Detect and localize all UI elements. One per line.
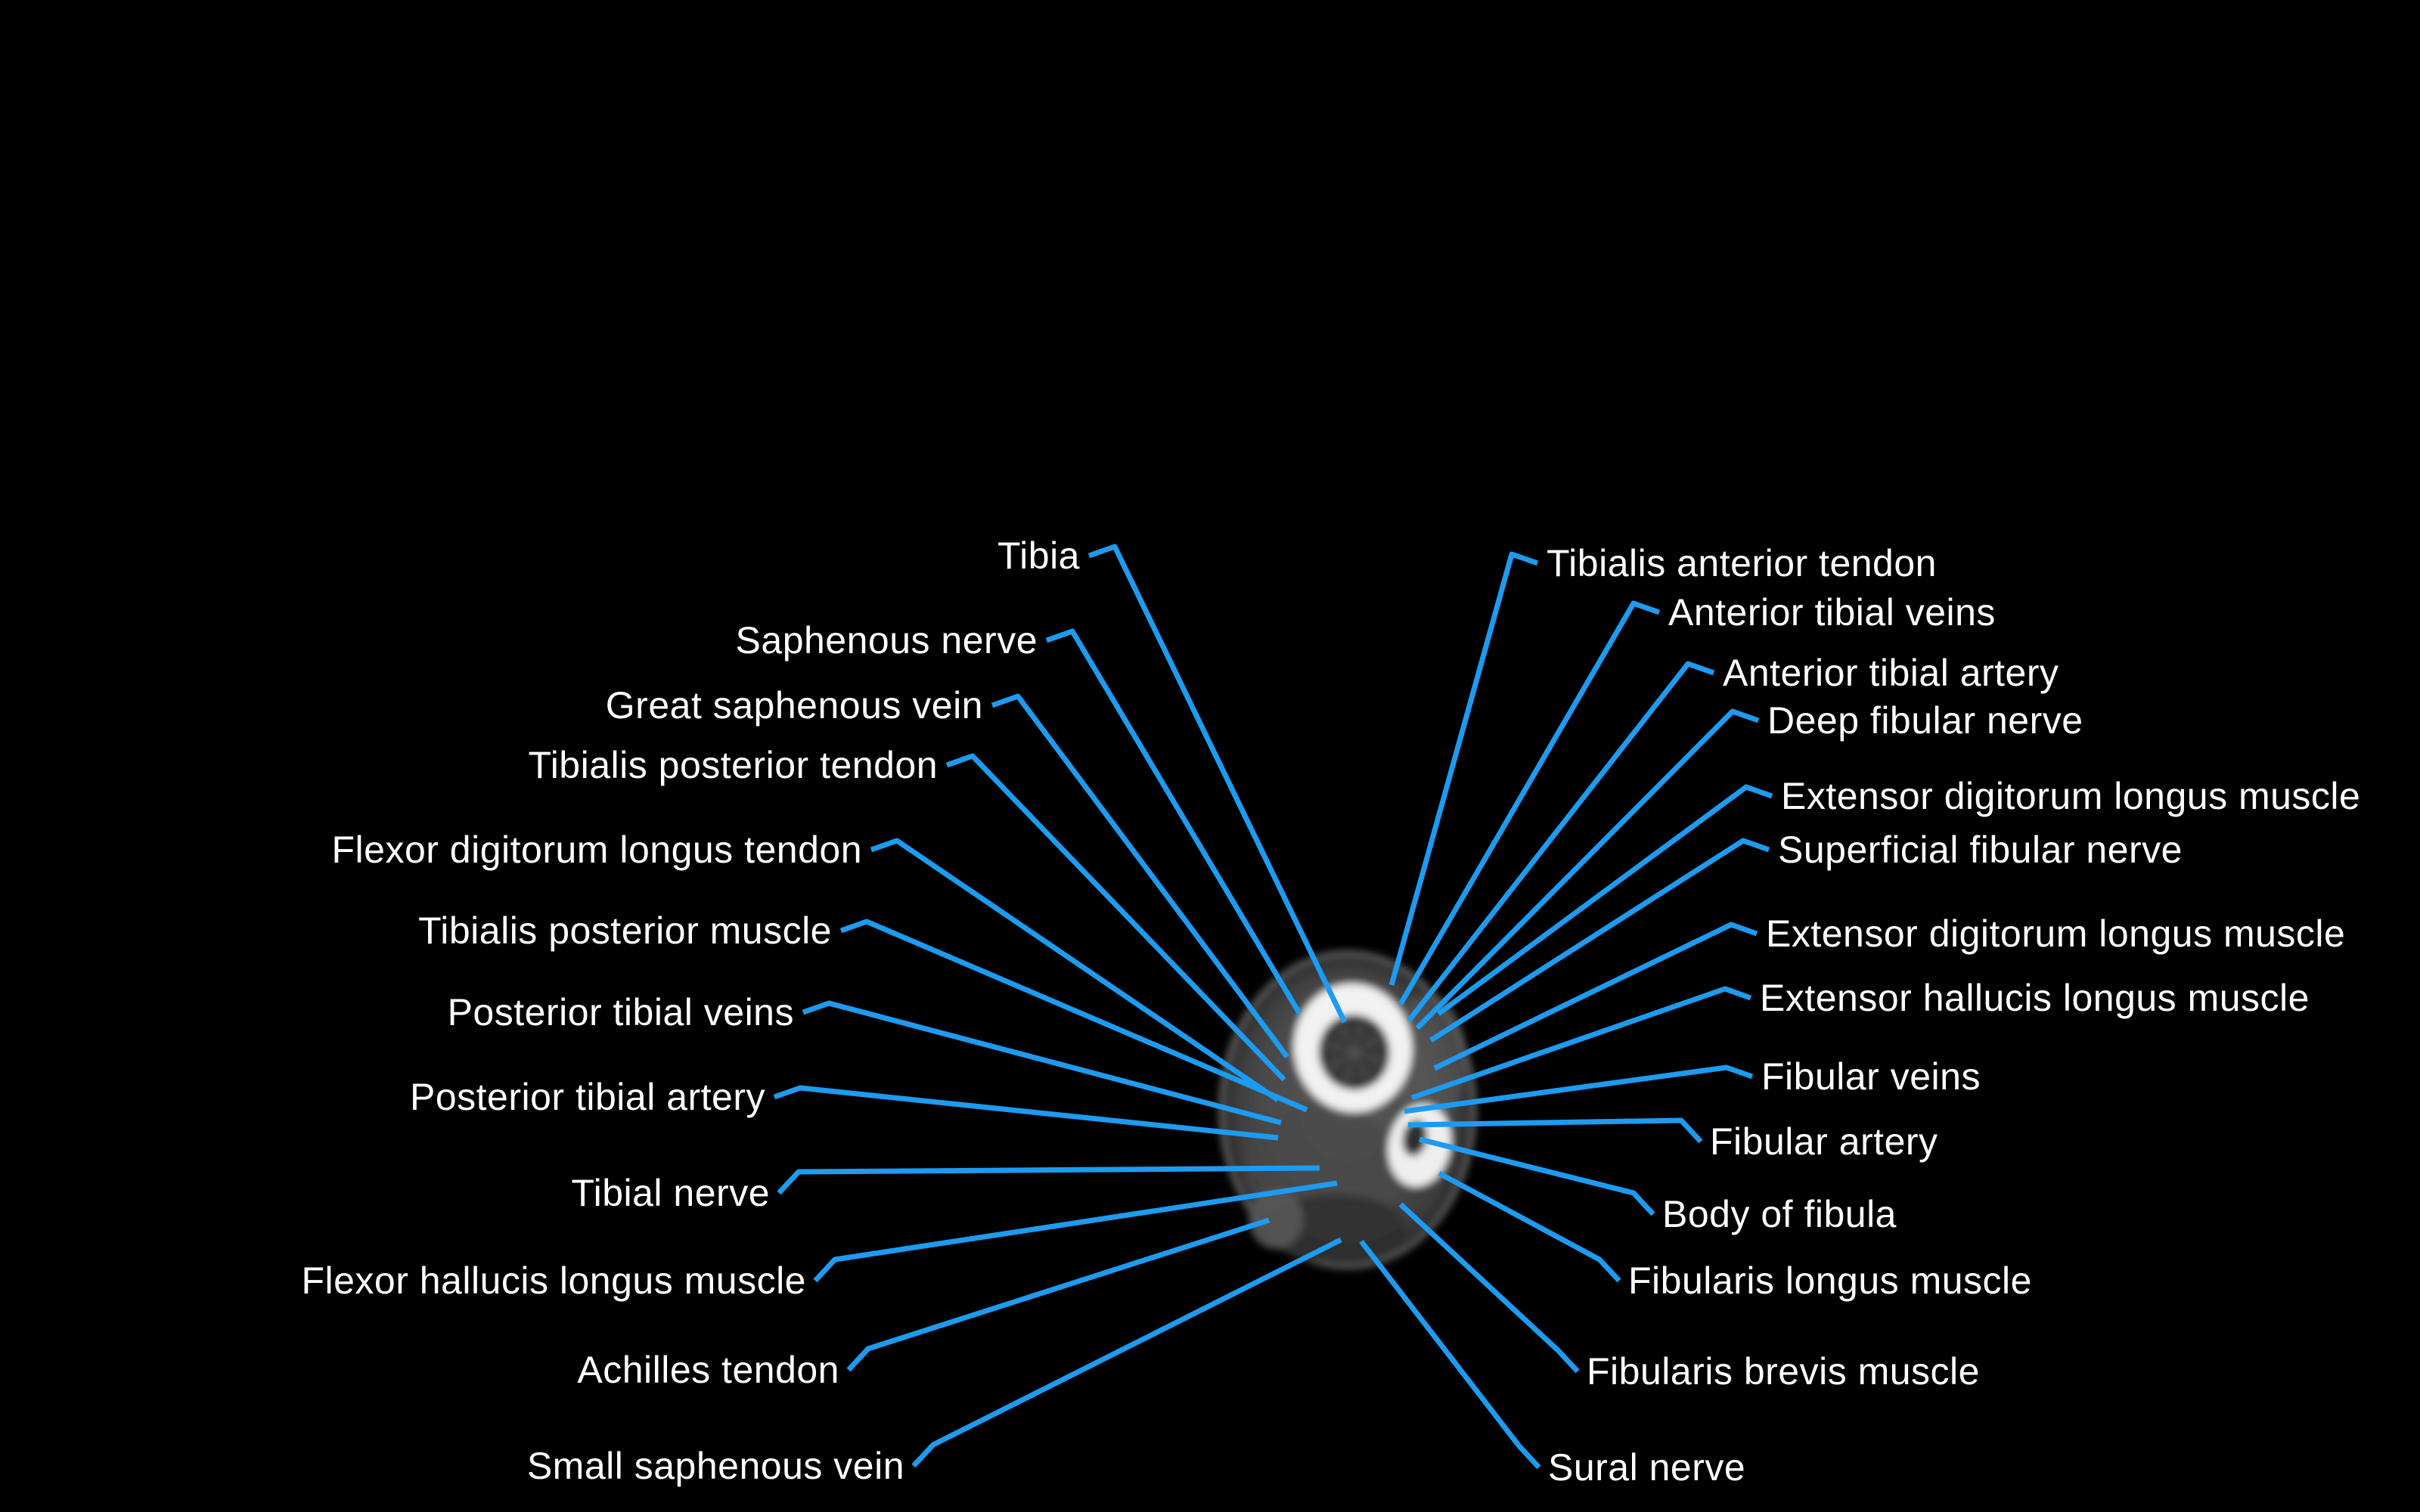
leader-line-fibularis-longus-muscle [1438, 1170, 1621, 1283]
posteromedial-blob [1249, 1188, 1303, 1249]
label-tibialis-anterior-tendon: Tibialis anterior tendon [1547, 542, 1937, 584]
label-anterior-tibial-artery: Anterior tibial artery [1723, 652, 2059, 694]
label-flexor-digitorum-longus-tendon: Flexor digitorum longus tendon [331, 829, 862, 871]
leader-line-body-of-fibula [1419, 1136, 1655, 1216]
skin-rim [1218, 950, 1477, 1269]
label-sural-nerve: Sural nerve [1548, 1446, 1746, 1489]
label-tibialis-posterior-muscle: Tibialis posterior muscle [418, 909, 832, 952]
leader-line-tibial-nerve [777, 1165, 1320, 1195]
leader-line-sural-nerve [1359, 1239, 1541, 1470]
leader-line-achilles-tendon [846, 1217, 1270, 1372]
leader-line-anterior-tibial-artery [1407, 661, 1715, 1023]
leader-line-anterior-tibial-veins [1398, 600, 1661, 1005]
leader-line-deep-fibular-nerve [1415, 708, 1760, 1030]
label-achilles-tendon: Achilles tendon [577, 1349, 839, 1391]
label-tibial-nerve: Tibial nerve [571, 1172, 770, 1214]
leader-line-extensor-hallucis-longus-muscle [1410, 986, 1752, 1101]
leader-line-tibia [1087, 544, 1348, 1024]
label-flexor-hallucis-longus-muscle: Flexor hallucis longus muscle [301, 1259, 806, 1302]
label-tibia: Tibia [997, 534, 1080, 577]
label-deep-fibular-nerve: Deep fibular nerve [1767, 699, 2083, 742]
leader-line-small-saphenous-vein [911, 1237, 1342, 1468]
label-posterior-tibial-artery: Posterior tibial artery [410, 1076, 765, 1118]
leader-line-fibular-veins [1404, 1064, 1754, 1114]
leader-lines-group [773, 544, 1773, 1470]
label-anterior-tibial-veins: Anterior tibial veins [1668, 591, 1996, 634]
leader-line-fibular-artery [1407, 1117, 1703, 1144]
leader-line-extensor-digitorum-longus-muscle [1436, 784, 1773, 1016]
label-great-saphenous-vein: Great saphenous vein [605, 684, 983, 727]
leader-line-tibialis-posterior-tendon [945, 753, 1286, 1082]
label-fibular-veins: Fibular veins [1761, 1055, 1981, 1098]
leader-line-superficial-fibular-nerve [1429, 838, 1770, 1043]
leader-line-tibialis-anterior-tendon [1388, 551, 1539, 986]
label-extensor-hallucis-longus-muscle: Extensor hallucis longus muscle [1760, 977, 2310, 1019]
label-saphenous-nerve: Saphenous nerve [735, 619, 1038, 662]
trabecular-streaks [1319, 1016, 1389, 1089]
label-fibularis-brevis-muscle: Fibularis brevis muscle [1587, 1350, 1980, 1393]
leader-line-posterior-tibial-artery [773, 1085, 1279, 1141]
leader-line-flexor-hallucis-longus-muscle [813, 1180, 1338, 1283]
label-tibialis-posterior-tendon: Tibialis posterior tendon [528, 744, 938, 786]
label-extensor-digitorum-longus-muscle: Extensor digitorum longus muscle [1781, 775, 2361, 817]
label-extensor-digitorum-longus-muscle-2: Extensor digitorum longus muscle [1766, 912, 2346, 955]
leader-line-saphenous-nerve [1045, 628, 1302, 1015]
leader-line-great-saphenous-vein [991, 693, 1289, 1059]
label-fibular-artery: Fibular artery [1710, 1120, 1938, 1163]
leader-line-posterior-tibial-veins [802, 1000, 1282, 1126]
leader-line-flexor-digitorum-longus-tendon [870, 838, 1280, 1102]
leader-line-extensor-digitorum-longus-muscle-2 [1433, 922, 1758, 1071]
leader-line-fibularis-brevis-muscle [1398, 1202, 1580, 1374]
label-posterior-tibial-veins: Posterior tibial veins [447, 991, 794, 1033]
leader-line-tibialis-posterior-muscle [839, 919, 1308, 1113]
label-fibularis-longus-muscle: Fibularis longus muscle [1628, 1259, 2032, 1302]
label-small-saphenous-vein: Small saphenous vein [526, 1445, 904, 1487]
tibia-bone [1293, 984, 1413, 1112]
label-superficial-fibular-nerve: Superficial fibular nerve [1778, 829, 2183, 871]
label-body-of-fibula: Body of fibula [1662, 1193, 1897, 1235]
